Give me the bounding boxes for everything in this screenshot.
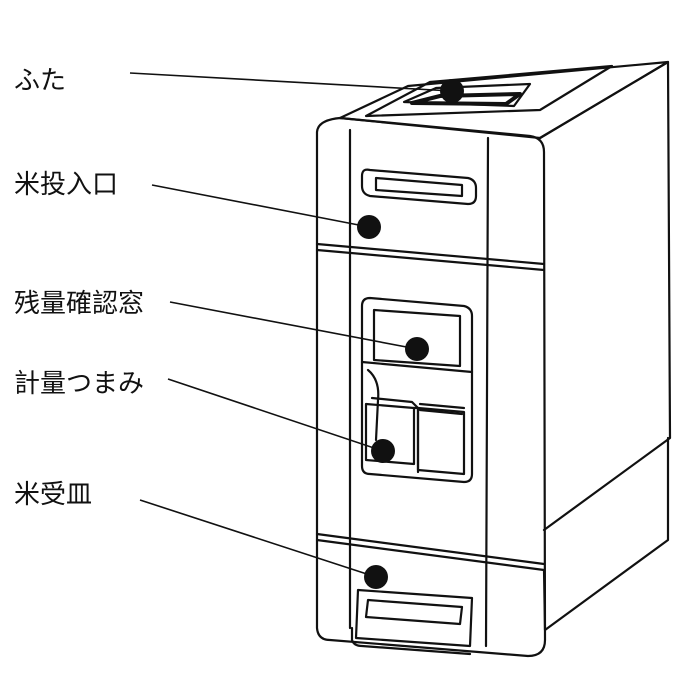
front-frame — [315, 116, 547, 658]
dot-window — [405, 337, 429, 361]
label-rice-inlet: 米投入口 — [14, 170, 119, 200]
side-face — [538, 60, 672, 532]
dot-tray — [364, 565, 388, 589]
leader-lid — [129, 72, 453, 92]
knob-split — [412, 406, 420, 474]
side-bottom-face — [542, 436, 670, 632]
knob-body-right — [416, 406, 466, 476]
lid-slot — [410, 92, 522, 106]
level-window-divider — [360, 360, 474, 374]
upper-band-bottom — [315, 248, 546, 272]
knob-body — [364, 402, 416, 466]
dot-lid — [440, 79, 464, 103]
dot-knob — [371, 439, 395, 463]
dot-inlet — [357, 215, 381, 239]
level-window-frame — [360, 296, 474, 484]
knob-top-edge — [370, 396, 464, 416]
tray-handle-inner — [364, 598, 464, 626]
leader-tray — [139, 499, 377, 578]
lower-band-top — [315, 532, 546, 566]
lower-band-bottom — [315, 538, 546, 572]
knob-right-top — [418, 402, 466, 410]
top-face — [338, 60, 670, 140]
inlet-handle — [360, 168, 478, 206]
tray-handle-base — [350, 626, 472, 656]
level-window-inner — [372, 308, 462, 368]
knob-left-block — [366, 368, 380, 442]
leader-inlet — [151, 184, 370, 228]
label-lid: ふた — [14, 66, 67, 96]
upper-band-top — [315, 242, 546, 266]
lid-plate — [364, 64, 614, 118]
label-level-window: 残量確認窓 — [14, 289, 145, 319]
leader-window — [169, 301, 418, 350]
tray-handle-outer — [354, 588, 474, 648]
front-right-panel-edge — [484, 136, 490, 648]
label-measure-knob: 計量つまみ — [14, 369, 145, 399]
label-rice-tray: 米受皿 — [14, 480, 93, 510]
leader-knob — [167, 378, 384, 452]
inlet-handle-inner — [374, 176, 464, 198]
